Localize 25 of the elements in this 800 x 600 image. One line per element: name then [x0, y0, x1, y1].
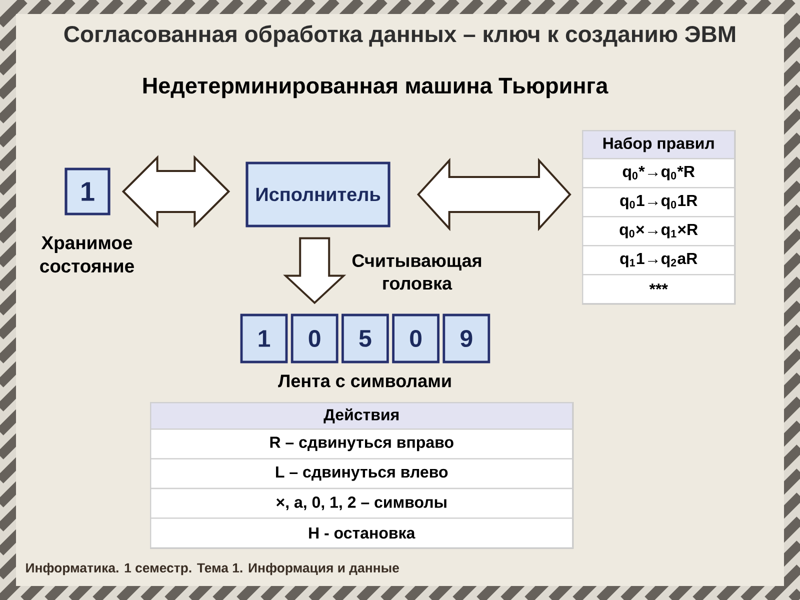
table-row: q$_{0}$1→q$_{0}$1R	[582, 187, 736, 218]
caption-text: Лента с символами	[278, 374, 451, 388]
tape-cell: 1	[240, 314, 288, 364]
table-header: Действия	[150, 402, 574, 430]
table-row: q$_{0}$×→q$_{1}$×R	[582, 216, 736, 246]
table-row: ***	[582, 274, 736, 304]
tape-cell: 0	[392, 314, 440, 364]
table-row: H - остановка	[150, 518, 574, 548]
tape-cell: 5	[342, 314, 389, 364]
table-row: L – сдвинуться влево	[150, 458, 574, 490]
footer-text: Информатика. 1 семестр. Тема 1. Информация и данные	[26, 562, 399, 576]
table-header: Набор правил	[582, 130, 736, 160]
edge-label: Считывающая головка	[352, 254, 482, 290]
table-row: R – сдвинуться вправо	[150, 428, 574, 460]
title: Согласованная обработка данных – ключ к созданию ЭВМ	[64, 25, 736, 47]
table-row: q$_{1}$1→q$_{2}$aR	[582, 245, 736, 276]
node-caption: Хранимое состояние	[40, 236, 134, 273]
table-row: q$_{0}$*→q$_{0}$*R	[582, 158, 736, 188]
process-box: Исполнитель	[246, 162, 390, 228]
subtitle: Недетерминированная машина Тьюринга	[143, 78, 608, 98]
tape-cell: 9	[442, 314, 490, 364]
block-arrow	[283, 237, 346, 304]
state-box: 1	[64, 168, 110, 216]
tape-cell: 0	[290, 314, 338, 364]
table-row: ×, a, 0, 1, 2 – символы	[150, 488, 574, 519]
